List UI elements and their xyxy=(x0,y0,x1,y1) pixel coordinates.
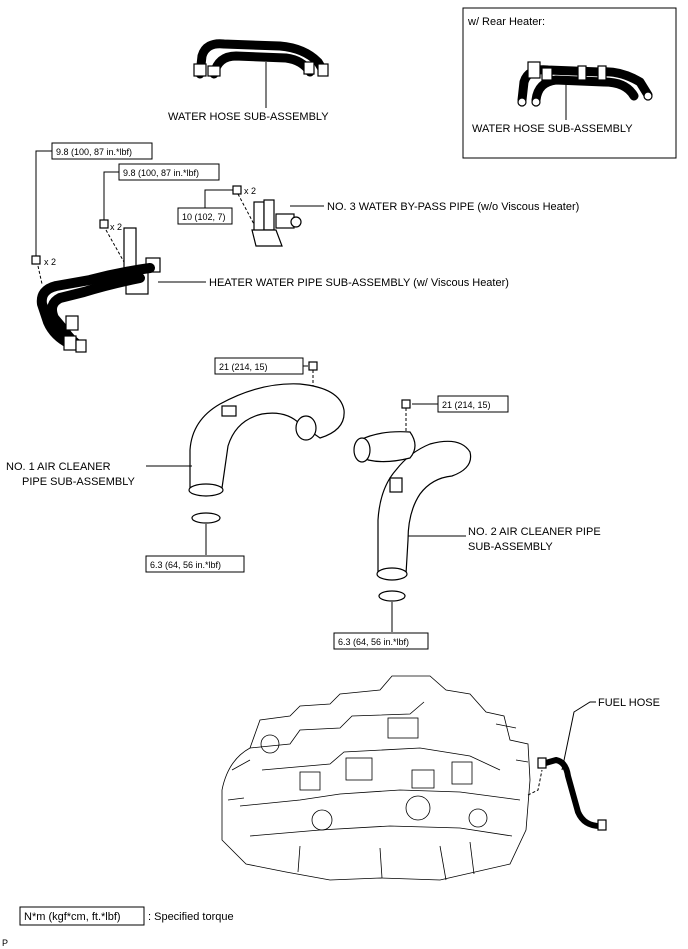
bypass-pipe-drawing xyxy=(251,199,302,247)
bolt-qty-1: x 2 xyxy=(44,257,56,267)
water-hose-label: WATER HOSE SUB-ASSEMBLY xyxy=(168,111,329,123)
bolt-icon xyxy=(99,219,109,229)
torque-spec-9-8-inner: 9.8 (100, 87 in.*lbf) xyxy=(123,168,199,178)
no1-air-label-line1: NO. 1 AIR CLEANER xyxy=(6,461,111,473)
legend-description: : Specified torque xyxy=(148,911,234,923)
hose-clamp-icon xyxy=(191,512,221,524)
heater-pipe-label: HEATER WATER PIPE SUB-ASSEMBLY (w/ Visco… xyxy=(209,277,509,289)
no2-air-pipe-drawing xyxy=(353,431,472,581)
no2-air-label-line2: SUB-ASSEMBLY xyxy=(468,541,553,553)
fuel-hose-drawing xyxy=(537,757,607,831)
bolt-qty-2: x 2 xyxy=(110,222,122,232)
torque-spec-10: 10 (102, 7) xyxy=(182,212,226,222)
fuel-hose-label: FUEL HOSE xyxy=(598,697,660,709)
no2-air-label-line1: NO. 2 AIR CLEANER PIPE xyxy=(468,526,601,538)
bolt-icon xyxy=(401,399,411,409)
corner-mark: P xyxy=(2,938,8,948)
rear-heater-inset: w/ Rear Heater: WATER HOSE SUB-ASSEMBLY xyxy=(462,7,677,159)
bolt-icon xyxy=(232,185,242,195)
no1-air-pipe-drawing xyxy=(188,383,345,497)
inset-title: w/ Rear Heater: xyxy=(467,16,545,28)
legend-torque-unit: N*m (kgf*cm, ft.*lbf) xyxy=(24,911,121,923)
torque-spec-9-8-outer: 9.8 (100, 87 in.*lbf) xyxy=(56,147,132,157)
engine-drawing xyxy=(221,675,531,881)
no3-bypass-label: NO. 3 WATER BY-PASS PIPE (w/o Viscous He… xyxy=(327,201,579,213)
no1-air-label-line2: PIPE SUB-ASSEMBLY xyxy=(22,476,136,488)
bolt-icon xyxy=(308,361,318,371)
torque-spec-6-3-left: 6.3 (64, 56 in.*lbf) xyxy=(150,560,221,570)
bolt-qty-3: x 2 xyxy=(244,186,256,196)
water-hose-drawing xyxy=(193,39,329,79)
heater-water-pipe-drawing xyxy=(36,227,161,353)
bolt-icon xyxy=(31,255,41,265)
torque-spec-6-3-right: 6.3 (64, 56 in.*lbf) xyxy=(338,637,409,647)
torque-spec-21-left: 21 (214, 15) xyxy=(219,362,268,372)
torque-spec-21-right: 21 (214, 15) xyxy=(442,400,491,410)
inset-water-hose-drawing xyxy=(517,61,653,107)
inset-part-label: WATER HOSE SUB-ASSEMBLY xyxy=(472,123,633,135)
hose-clamp-icon xyxy=(378,590,406,602)
